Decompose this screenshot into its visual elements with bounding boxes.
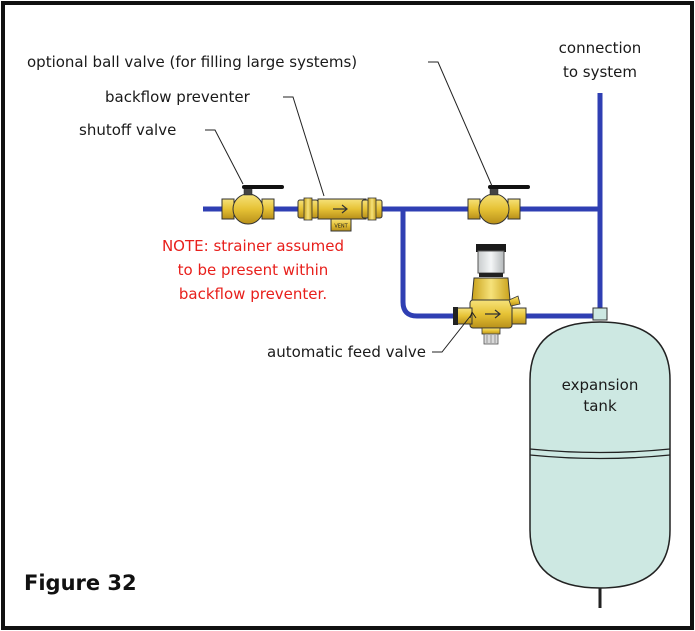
feed-valve-leader-arrowhead [469, 310, 477, 319]
strainer-note: NOTE: strainer assumed to be present wit… [162, 237, 344, 303]
backflow-preventer: VENT [297, 197, 383, 232]
expansion-tank-label-line1: expansion [562, 376, 639, 394]
label-automatic-feed-valve: automatic feed valve [267, 343, 426, 361]
backflow-leader [283, 96, 325, 197]
automatic-feed-valve [453, 244, 527, 345]
note-line-2: to be present within [178, 261, 329, 279]
shutoff-valve [221, 185, 284, 225]
callout-leaders [205, 61, 493, 353]
note-line-1: NOTE: strainer assumed [162, 237, 344, 255]
label-shutoff-valve: shutoff valve [79, 121, 176, 139]
expansion-tank: expansion tank [529, 307, 671, 608]
label-backflow-preventer: backflow preventer [105, 88, 251, 106]
expansion-tank-label-line2: tank [583, 397, 617, 415]
label-optional-ball-valve: optional ball valve (for filling large s… [27, 53, 357, 71]
note-line-3: backflow preventer. [179, 285, 327, 303]
figure-title: Figure 32 [24, 571, 137, 595]
shutoff-leader [205, 129, 244, 185]
vent-label: VENT [334, 224, 348, 230]
ball-valve-leader [428, 61, 493, 187]
label-connection-line2: to system [563, 63, 637, 81]
optional-ball-valve [467, 185, 530, 225]
feed-branch-pipe [400, 209, 600, 319]
label-connection-line1: connection [559, 39, 642, 57]
feed-valve-leader [432, 313, 473, 353]
